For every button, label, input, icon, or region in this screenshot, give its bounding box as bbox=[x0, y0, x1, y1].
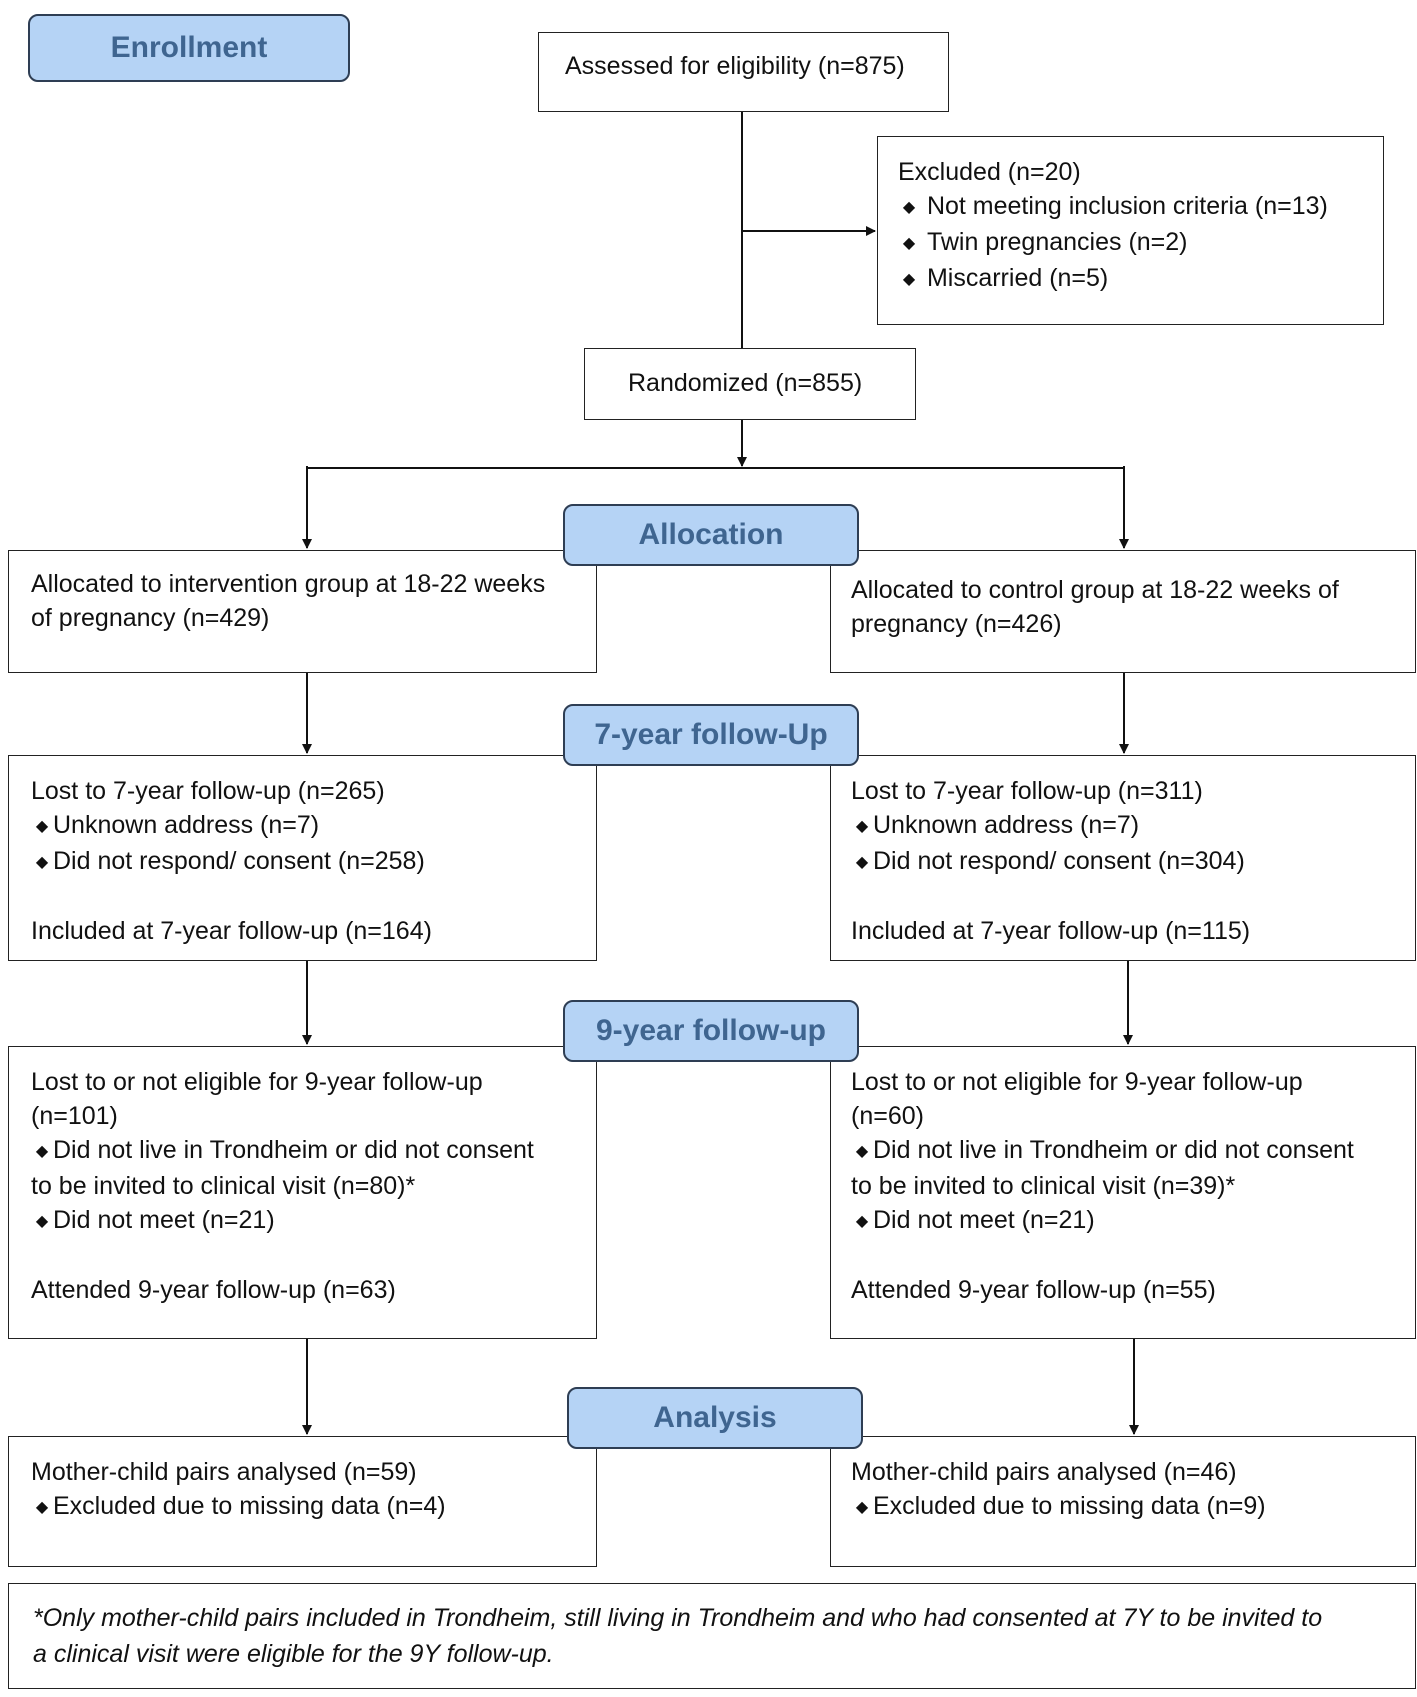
bullet-icon: ◆ bbox=[855, 854, 869, 871]
bullet-icon: ◆ bbox=[35, 1499, 49, 1516]
list-item: ◆Did not meet (n=21) bbox=[851, 1203, 1415, 1239]
stage-enrollment-label: Enrollment bbox=[110, 31, 268, 64]
bullet-icon: ◆ bbox=[35, 854, 49, 871]
stage-analysis: Analysis bbox=[567, 1387, 863, 1449]
footnote-box: *Only mother-child pairs included in Tro… bbox=[8, 1583, 1416, 1689]
control-9y-box: Lost to or not eligible for 9-year follo… bbox=[830, 1046, 1416, 1339]
intervention-7y-box: Lost to 7-year follow-up (n=265) ◆Unknow… bbox=[8, 755, 597, 961]
list-item: ◆Excluded due to missing data (n=9) bbox=[851, 1489, 1415, 1525]
stage-allocation: Allocation bbox=[563, 504, 859, 566]
list-item: ◆Unknown address (n=7) bbox=[851, 808, 1415, 844]
stage-7-year-follow-up: 7-year follow-Up bbox=[563, 704, 859, 766]
intervention-9y-box: Lost to or not eligible for 9-year follo… bbox=[8, 1046, 597, 1339]
stage-9-year-follow-up: 9-year follow-up bbox=[563, 1000, 859, 1062]
list-item: ◆Did not respond/ consent (n=304) bbox=[851, 844, 1415, 880]
list-item: ◆Did not respond/ consent (n=258) bbox=[31, 844, 596, 880]
bullet-icon: ◆ bbox=[35, 1143, 49, 1160]
list-item: ◆ Not meeting inclusion criteria (n=13) bbox=[898, 189, 1383, 225]
bullet-icon: ◆ bbox=[855, 818, 869, 835]
list-item: ◆ Twin pregnancies (n=2) bbox=[898, 225, 1383, 261]
intervention-allocated-box: Allocated to intervention group at 18-22… bbox=[8, 550, 597, 673]
intervention-analysis-box: Mother-child pairs analysed (n=59) ◆Excl… bbox=[8, 1436, 597, 1567]
bullet-icon: ◆ bbox=[35, 1213, 49, 1230]
bullet-icon: ◆ bbox=[902, 271, 916, 288]
bullet-icon: ◆ bbox=[35, 818, 49, 835]
bullet-icon: ◆ bbox=[855, 1499, 869, 1516]
excluded-title: Excluded (n=20) bbox=[898, 158, 1081, 186]
assessed-box: Assessed for eligibility (n=875) bbox=[538, 32, 949, 112]
bullet-icon: ◆ bbox=[902, 199, 916, 216]
list-item: ◆Did not meet (n=21) bbox=[31, 1203, 596, 1239]
randomized-box: Randomized (n=855) bbox=[584, 348, 916, 420]
list-item: ◆ Miscarried (n=5) bbox=[898, 261, 1383, 297]
bullet-icon: ◆ bbox=[855, 1143, 869, 1160]
control-7y-box: Lost to 7-year follow-up (n=311) ◆Unknow… bbox=[830, 755, 1416, 961]
list-item: ◆Did not live in Trondheim or did not co… bbox=[31, 1133, 596, 1169]
bullet-icon: ◆ bbox=[902, 235, 916, 252]
list-item: ◆Excluded due to missing data (n=4) bbox=[31, 1489, 596, 1525]
control-allocated-box: Allocated to control group at 18-22 week… bbox=[830, 550, 1416, 673]
list-item: ◆Unknown address (n=7) bbox=[31, 808, 596, 844]
list-item: ◆Did not live in Trondheim or did not co… bbox=[851, 1133, 1415, 1169]
bullet-icon: ◆ bbox=[855, 1213, 869, 1230]
stage-enrollment: Enrollment bbox=[28, 14, 350, 82]
excluded-box: Excluded (n=20) ◆ Not meeting inclusion … bbox=[877, 136, 1384, 325]
control-analysis-box: Mother-child pairs analysed (n=46) ◆Excl… bbox=[830, 1436, 1416, 1567]
